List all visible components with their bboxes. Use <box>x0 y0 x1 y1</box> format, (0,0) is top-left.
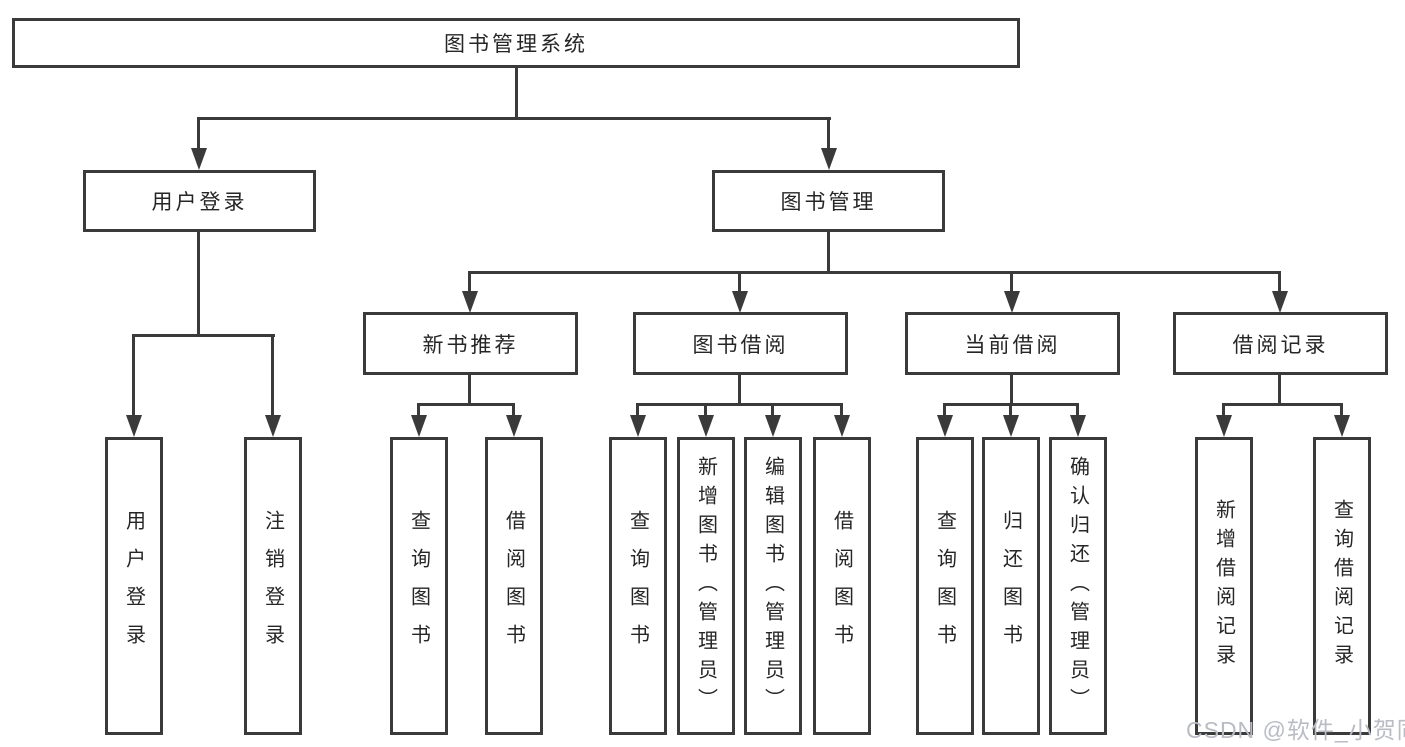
connector-line <box>636 403 639 415</box>
arrow-down-icon <box>1334 415 1350 437</box>
arrow-down-icon <box>1070 415 1086 437</box>
connector-line <box>417 403 420 415</box>
arrow-down-icon <box>630 415 646 437</box>
connector-line <box>771 403 774 415</box>
connector-line <box>512 403 515 415</box>
connector-line <box>636 403 843 406</box>
connector-line <box>132 334 275 337</box>
arrow-down-icon <box>411 415 427 437</box>
connector-line <box>417 403 515 406</box>
connector-line <box>840 403 843 415</box>
connector-line <box>1278 271 1281 291</box>
connector-line <box>827 117 830 148</box>
connector-line <box>468 271 471 291</box>
connector-line <box>468 271 1281 274</box>
leaf-add-book-admin: 新增图书（管理员） <box>677 437 735 735</box>
node-borrow-record: 借阅记录 <box>1173 312 1388 375</box>
node-new-book-recommend: 新书推荐 <box>363 312 578 375</box>
connector-line <box>198 117 831 120</box>
leaf-logout: 注销登录 <box>244 437 302 735</box>
connector-line <box>197 232 200 336</box>
arrow-down-icon <box>1003 415 1019 437</box>
connector-line <box>1222 403 1225 415</box>
connector-line <box>132 334 135 415</box>
arrow-down-icon <box>191 148 207 170</box>
connector-line <box>827 232 830 274</box>
leaf-confirm-return-admin: 确认归还（管理员） <box>1049 437 1107 735</box>
leaf-edit-book-admin: 编辑图书（管理员） <box>744 437 802 735</box>
arrow-down-icon <box>1216 415 1232 437</box>
node-book-borrow: 图书借阅 <box>633 312 848 375</box>
arrow-down-icon <box>821 148 837 170</box>
node-current-borrow: 当前借阅 <box>905 312 1120 375</box>
arrow-down-icon <box>834 415 850 437</box>
leaf-query-book-3: 查询图书 <box>916 437 974 735</box>
arrow-down-icon <box>1272 291 1288 313</box>
arrow-down-icon <box>265 415 281 437</box>
node-user-login: 用户登录 <box>83 170 316 232</box>
connector-line <box>1340 403 1343 415</box>
leaf-borrow-book-2: 借阅图书 <box>813 437 871 735</box>
leaf-borrow-book-1: 借阅图书 <box>485 437 543 735</box>
connector-line <box>1009 403 1012 415</box>
arrow-down-icon <box>1004 291 1020 313</box>
node-root-title: 图书管理系统 <box>12 18 1020 68</box>
arrow-down-icon <box>126 415 142 437</box>
connector-line <box>1010 271 1013 291</box>
connector-line <box>738 375 741 406</box>
leaf-query-borrow-record: 查询借阅记录 <box>1313 437 1371 735</box>
connector-line <box>738 271 741 291</box>
connector-line <box>468 375 471 406</box>
leaf-query-book-1: 查询图书 <box>390 437 448 735</box>
connector-line <box>1010 375 1013 406</box>
connector-line <box>943 403 946 415</box>
connector-line <box>1222 403 1343 406</box>
connector-line <box>704 403 707 415</box>
arrow-down-icon <box>462 291 478 313</box>
connector-line <box>197 117 200 148</box>
connector-line <box>1076 403 1079 415</box>
arrow-down-icon <box>698 415 714 437</box>
csdn-watermark: CSDN @软件_小贺同学 <box>1186 717 1405 743</box>
connector-line <box>515 68 518 118</box>
arrow-down-icon <box>765 415 781 437</box>
leaf-return-book: 归还图书 <box>982 437 1040 735</box>
connector-line <box>271 334 274 415</box>
connector-line <box>1278 375 1281 406</box>
leaf-add-borrow-record: 新增借阅记录 <box>1195 437 1253 735</box>
arrow-down-icon <box>937 415 953 437</box>
arrow-down-icon <box>506 415 522 437</box>
node-book-management: 图书管理 <box>712 170 945 232</box>
leaf-query-book-2: 查询图书 <box>609 437 667 735</box>
leaf-user-login: 用户登录 <box>105 437 163 735</box>
arrow-down-icon <box>732 291 748 313</box>
